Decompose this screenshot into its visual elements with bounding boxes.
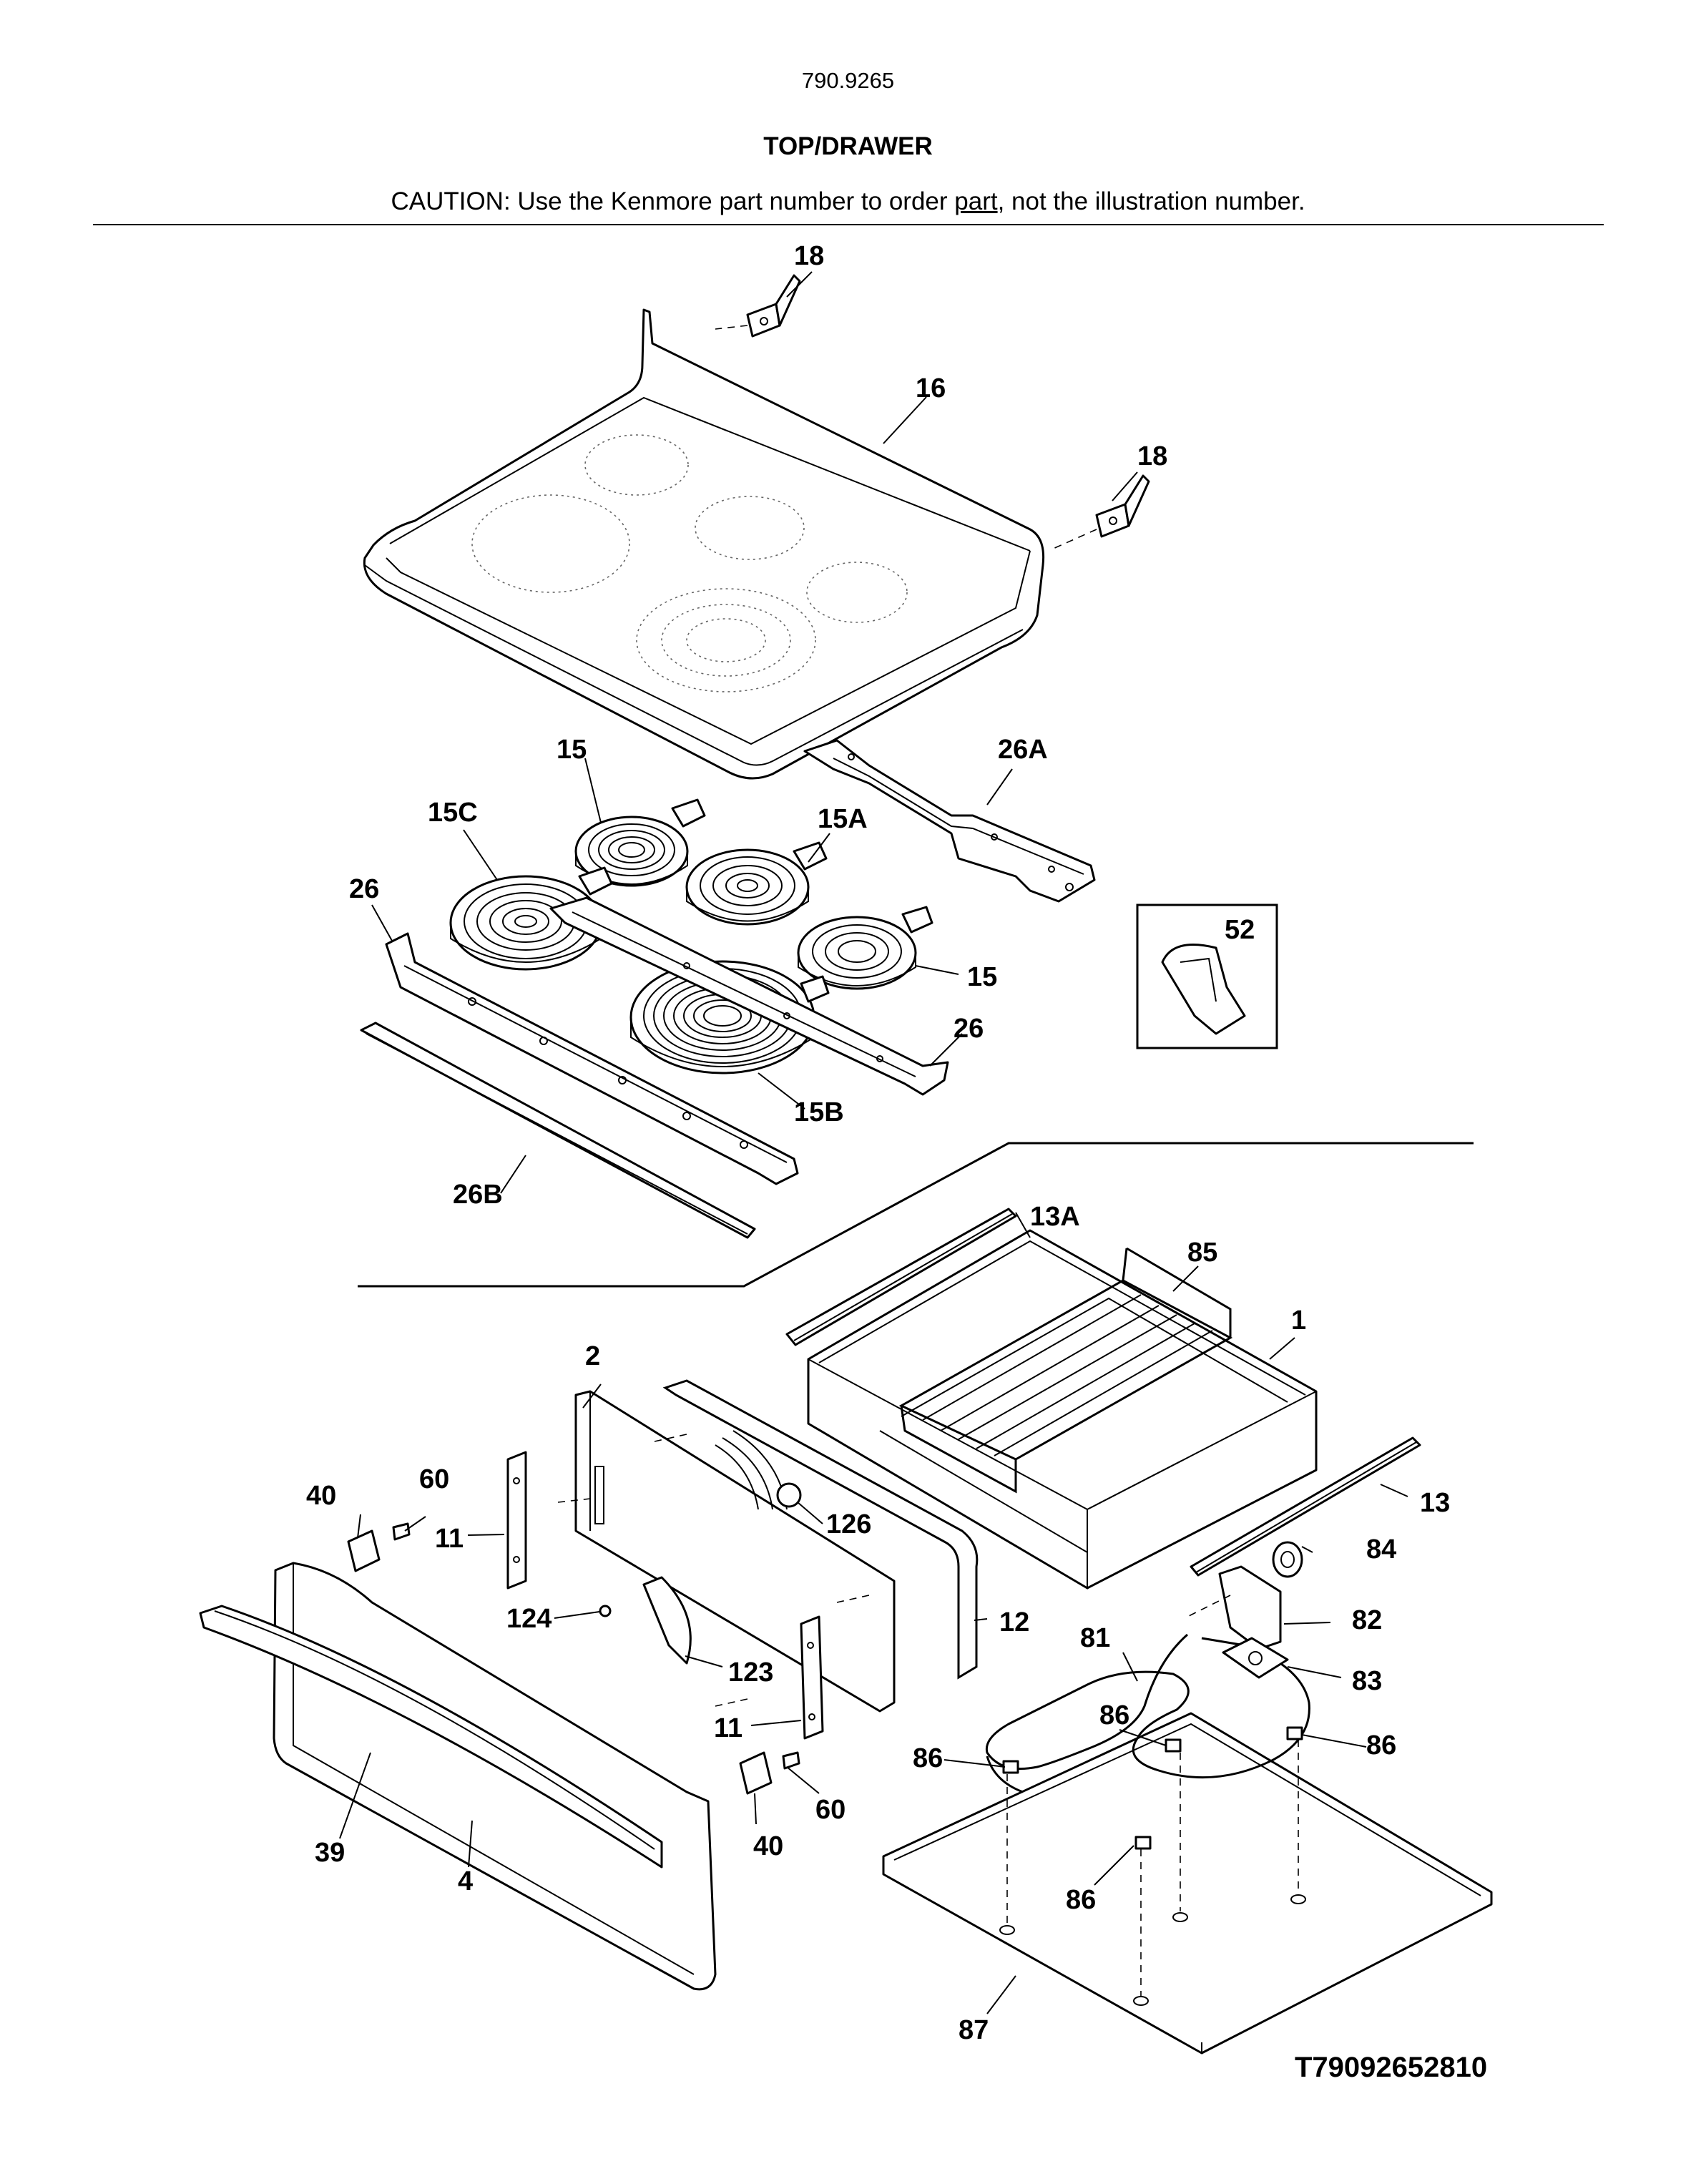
header-rule bbox=[93, 224, 1604, 225]
drawer-knob-126 bbox=[776, 1482, 802, 1508]
drawer-slide-13 bbox=[1190, 1436, 1421, 1577]
callout-81: 81 bbox=[1080, 1623, 1110, 1653]
caution-part-word: part bbox=[954, 187, 998, 215]
callout-83: 83 bbox=[1352, 1666, 1382, 1696]
callout-11-upper: 11 bbox=[435, 1524, 464, 1554]
handle-bracket-40-left bbox=[347, 1529, 381, 1572]
element-bracket-83 bbox=[1222, 1637, 1289, 1679]
callout-39: 39 bbox=[315, 1838, 345, 1868]
callout-1: 1 bbox=[1291, 1306, 1306, 1336]
callout-126: 126 bbox=[826, 1509, 871, 1539]
caution-note: CAUTION: Use the Kenmore part number to … bbox=[0, 187, 1696, 216]
drawing-number: T79092652810 bbox=[1295, 2052, 1487, 2083]
callout-86-center: 86 bbox=[1099, 1700, 1129, 1730]
caution-prefix: CAUTION: Use the Kenmore part number to … bbox=[391, 187, 955, 215]
handle-screw-60-left bbox=[392, 1522, 411, 1541]
section-title: TOP/DRAWER bbox=[763, 132, 933, 160]
screw-124 bbox=[599, 1605, 612, 1617]
callout-18-top: 18 bbox=[794, 241, 824, 271]
callout-87: 87 bbox=[959, 2015, 989, 2045]
surface-element-right-15 bbox=[797, 906, 933, 990]
callout-86-right: 86 bbox=[1366, 1730, 1396, 1761]
section-separator bbox=[358, 1142, 1474, 1288]
callout-4: 4 bbox=[458, 1866, 473, 1896]
callout-26-left: 26 bbox=[349, 874, 379, 904]
drawer-bracket-11-upper bbox=[506, 1451, 527, 1590]
callout-40-lower: 40 bbox=[753, 1831, 783, 1861]
heat-shield-123 bbox=[642, 1576, 692, 1665]
callout-40-upper: 40 bbox=[306, 1481, 336, 1511]
callout-13: 13 bbox=[1420, 1488, 1450, 1518]
element-clip-86-center bbox=[1165, 1738, 1182, 1753]
callout-26B: 26B bbox=[453, 1180, 503, 1210]
drawer-body bbox=[807, 1229, 1318, 1590]
element-support-bracket-left bbox=[385, 932, 799, 1185]
surface-element-center-15A bbox=[685, 841, 828, 926]
callout-60-upper: 60 bbox=[419, 1464, 449, 1494]
cooktop-glass-top bbox=[363, 308, 1045, 780]
element-support-bracket-right bbox=[549, 896, 949, 1096]
element-clip-86-left bbox=[1002, 1760, 1019, 1774]
callout-86-left: 86 bbox=[913, 1743, 943, 1773]
callout-84: 84 bbox=[1366, 1534, 1396, 1564]
model-number: 790.9265 bbox=[801, 68, 895, 93]
callout-15-right: 15 bbox=[967, 962, 997, 992]
callout-15C: 15C bbox=[428, 798, 478, 828]
leader-lines bbox=[339, 271, 1408, 2014]
callout-52: 52 bbox=[1225, 915, 1255, 945]
callout-123: 123 bbox=[728, 1657, 773, 1688]
front-trim-26B bbox=[360, 1022, 756, 1239]
callout-12: 12 bbox=[999, 1607, 1029, 1637]
cooktop-clip-right bbox=[1095, 474, 1150, 538]
drawer-bracket-11-lower bbox=[800, 1615, 824, 1740]
oven-bottom-87 bbox=[882, 1712, 1493, 2055]
callout-85: 85 bbox=[1187, 1238, 1217, 1268]
callout-26A: 26A bbox=[998, 735, 1048, 765]
drawer-handle-39 bbox=[199, 1605, 663, 1869]
drawer-rack bbox=[898, 1247, 1233, 1494]
handle-bracket-40-right bbox=[739, 1751, 773, 1795]
callout-82: 82 bbox=[1352, 1605, 1382, 1635]
callout-15A: 15A bbox=[818, 804, 868, 834]
element-clip-86-bottom bbox=[1134, 1836, 1152, 1850]
element-terminal-84 bbox=[1272, 1541, 1303, 1578]
callout-13A: 13A bbox=[1030, 1202, 1080, 1232]
drawer-front-panel bbox=[273, 1562, 717, 1991]
handle-screw-60-right bbox=[782, 1751, 800, 1770]
callout-15B: 15B bbox=[794, 1097, 844, 1127]
inset-part-52 bbox=[1136, 904, 1278, 1049]
drawer-gasket bbox=[662, 1379, 979, 1680]
callout-15-rear: 15 bbox=[557, 735, 587, 765]
callout-124: 124 bbox=[506, 1604, 552, 1634]
element-bracket-26A bbox=[803, 739, 1096, 903]
callout-60-lower: 60 bbox=[815, 1795, 845, 1825]
callout-2: 2 bbox=[585, 1341, 600, 1371]
element-clip-86-right bbox=[1286, 1726, 1303, 1740]
callout-86-bottom: 86 bbox=[1066, 1885, 1096, 1915]
callout-16: 16 bbox=[916, 373, 946, 403]
cooktop-clip-left bbox=[746, 274, 801, 338]
callout-26-right: 26 bbox=[954, 1014, 984, 1044]
page-header: 790.9265 TOP/DRAWER CAUTION: Use the Ken… bbox=[0, 0, 1696, 236]
element-bracket-82 bbox=[1218, 1565, 1282, 1650]
callout-11-lower: 11 bbox=[714, 1713, 742, 1743]
drawer-slide-13A bbox=[785, 1208, 1017, 1346]
bake-element-81 bbox=[985, 1633, 1310, 1793]
caution-suffix: , not the illustration number. bbox=[997, 187, 1305, 215]
callout-18-right: 18 bbox=[1137, 441, 1167, 471]
